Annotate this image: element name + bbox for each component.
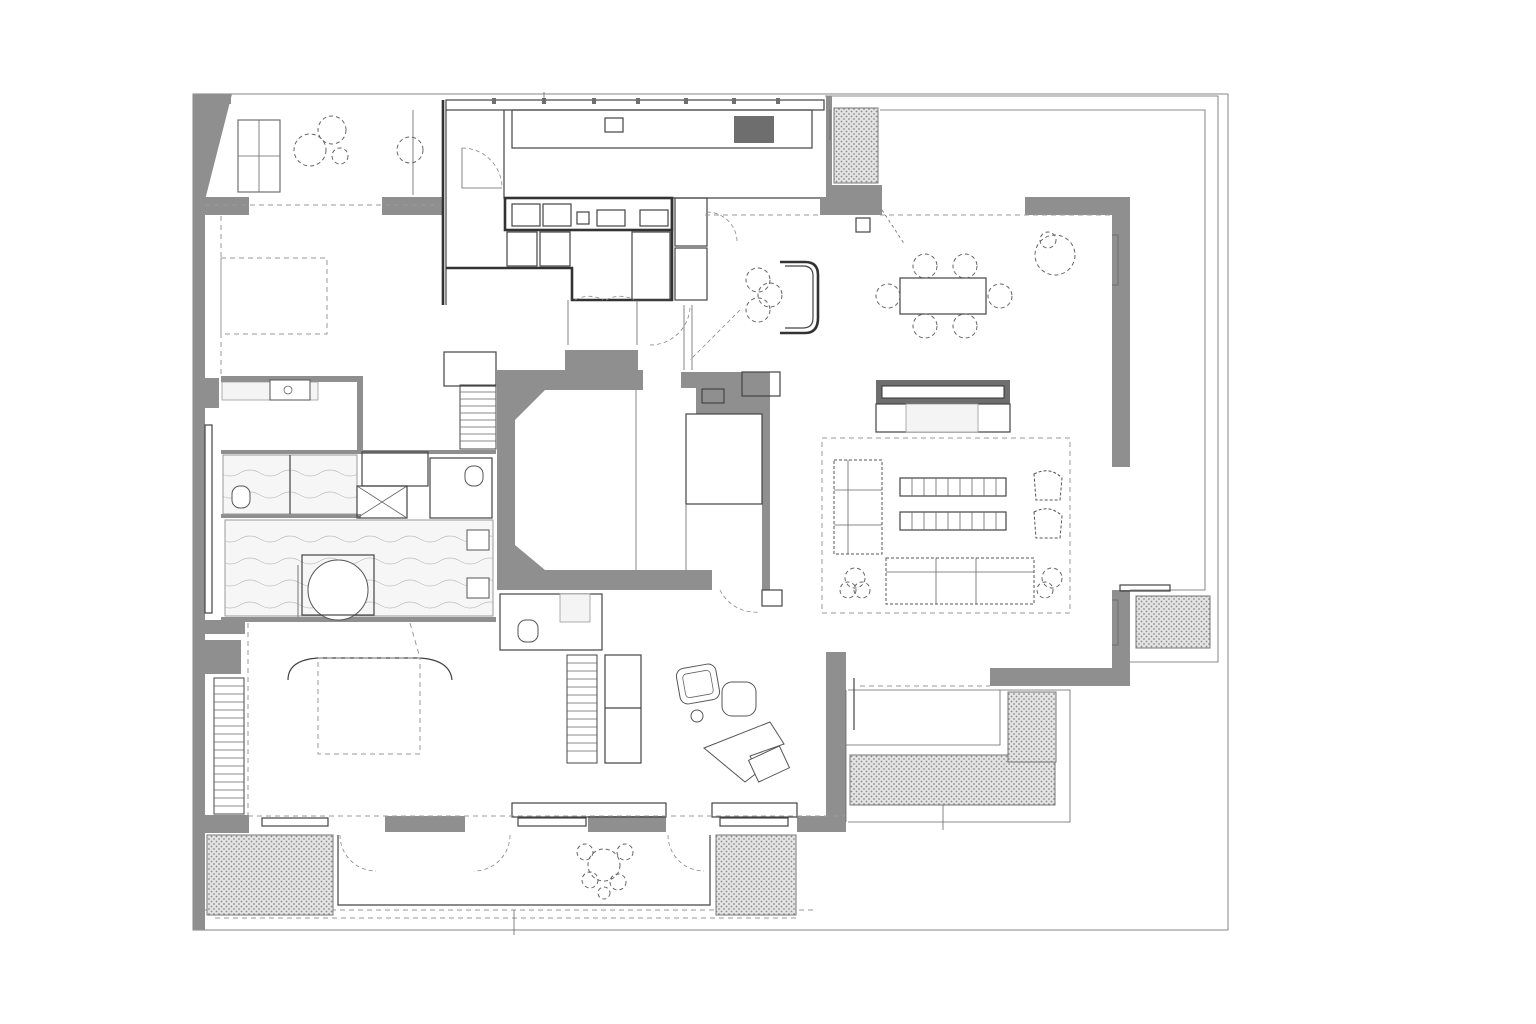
- study-furniture: [675, 663, 791, 783]
- plant-icon: [576, 843, 634, 900]
- coffee-table: [899, 477, 1007, 531]
- armchair-icon: [1033, 508, 1063, 539]
- chair-icon: [745, 267, 771, 293]
- walls: [193, 94, 1130, 930]
- bathtub-icon: [301, 554, 375, 621]
- armchair-icon: [721, 681, 757, 717]
- chair-icon: [912, 313, 938, 339]
- toilet-icon: [517, 619, 539, 643]
- plant-icon: [839, 567, 871, 599]
- chair-icon: [757, 282, 783, 308]
- dining-area: [855, 209, 1076, 339]
- plant-icon: [1036, 567, 1063, 599]
- sink-icon: [269, 379, 311, 401]
- chair-icon: [952, 313, 978, 339]
- plant-icon: [396, 136, 424, 164]
- toilet-icon: [231, 485, 251, 509]
- bar-counter: [745, 260, 820, 335]
- plant-icon: [1034, 231, 1076, 276]
- chair-icon: [952, 253, 978, 279]
- armchair-icon: [675, 663, 721, 705]
- core-interior: [499, 307, 783, 651]
- terrace-details: [337, 234, 1171, 935]
- stair-left: [213, 677, 245, 815]
- chair-icon: [987, 283, 1013, 309]
- chair-icon: [912, 253, 938, 279]
- stair-upper: [443, 351, 497, 450]
- planters: [206, 107, 1211, 916]
- plant-icon: [293, 115, 349, 167]
- bedroom-lower-left: [247, 622, 845, 827]
- kitchen-cabinets: [446, 196, 738, 370]
- section-marks: [543, 92, 831, 140]
- sink-icon: [466, 529, 490, 599]
- bedroom-upper-left: [205, 110, 440, 376]
- bathroom-area: [204, 379, 494, 621]
- window-markers: [492, 98, 780, 104]
- toilet-icon: [464, 465, 484, 487]
- armchair-icon: [1033, 470, 1063, 501]
- living-area: [705, 214, 1112, 614]
- north-strip: [441, 98, 825, 305]
- stair-lower: [566, 654, 642, 764]
- chair-icon: [745, 297, 771, 323]
- chair-icon: [875, 283, 901, 309]
- media-unit: [875, 380, 1011, 433]
